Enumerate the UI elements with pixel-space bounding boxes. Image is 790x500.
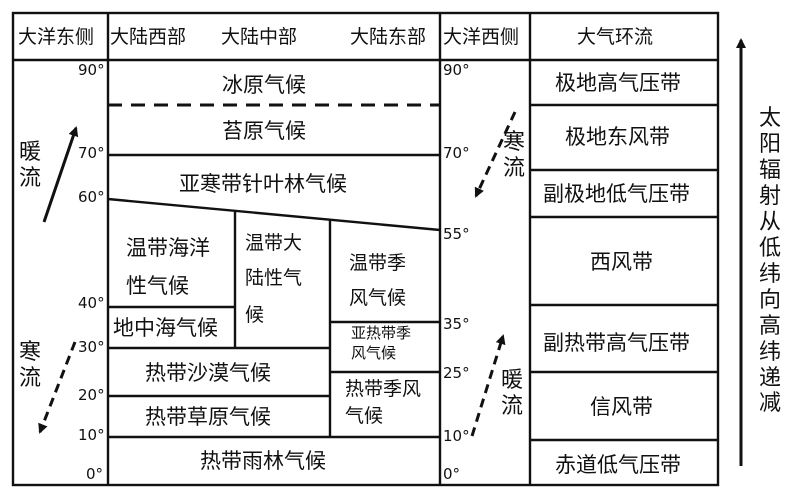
right-warm-arrow [470, 334, 506, 437]
lat-right-0: 0° [443, 465, 461, 483]
header-continent-central: 大陆中部 [221, 26, 298, 48]
lat-left-90: 90° [78, 61, 105, 79]
belt-equatorial-low: 赤道低气压带 [555, 453, 681, 477]
temperate-maritime-line-2: 性气候 [126, 274, 189, 298]
lat-right-25: 25° [443, 364, 470, 382]
lat-right-55: 55° [443, 225, 470, 243]
temperate-continental-line-1: 温带大 [245, 232, 303, 254]
tropical-rainforest-climate: 热带雨林气候 [200, 449, 326, 473]
left-warm-current-label: 暖 流 [18, 140, 41, 192]
belt-subpolar-low: 副极地低气压带 [543, 182, 690, 206]
lat-left-30: 30° [78, 338, 105, 356]
outer-frame [11, 11, 720, 487]
tropical-desert-climate: 热带沙漠气候 [145, 361, 271, 385]
temperate-maritime-line-1: 温带海洋 [126, 236, 210, 260]
tundra-climate: 苔原气候 [222, 119, 306, 143]
header-continent-east: 大陆东部 [350, 26, 427, 48]
lat-left-70: 70° [78, 144, 105, 162]
tropical-monsoon-line-2: 气候 [345, 405, 384, 427]
header-continent-west: 大陆西部 [110, 26, 187, 48]
right-warm-current-label: 暖 流 [500, 368, 523, 420]
left-cold-current-label: 寒 流 [18, 340, 41, 392]
left-warm-arrow [42, 126, 79, 223]
lat-left-60: 60° [78, 188, 105, 206]
lat-right-90: 90° [443, 61, 470, 79]
lat-left-10: 10° [78, 426, 105, 444]
right-cold-arrow [474, 111, 517, 198]
lat-left-0: 0° [86, 465, 104, 483]
right-cold-current-label: 寒 流 [502, 130, 525, 182]
subtropical-monsoon-line-2: 风气候 [351, 344, 397, 362]
belt-subtropical-high: 副热带高气压带 [543, 331, 690, 355]
belt-trade-winds: 信风带 [590, 395, 653, 419]
temperate-continental-line-2: 陆性气 [245, 267, 303, 289]
lat-left-40: 40° [78, 294, 105, 312]
ice-cap-climate: 冰原气候 [222, 73, 306, 97]
tropical-savanna-climate: 热带草原气候 [145, 405, 271, 429]
temperate-monsoon-line-2: 风气候 [349, 287, 407, 309]
header-circulation: 大气环流 [577, 26, 654, 48]
left-cold-arrow [38, 341, 77, 434]
lat-right-10: 10° [443, 427, 470, 445]
solar-radiation-label: 太 阳 辐 射 从 低 纬 向 高 纬 递 减 [758, 106, 781, 417]
lat-left-20: 20° [78, 386, 105, 404]
lat-right-35: 35° [443, 315, 470, 333]
temperate-continental-line-3: 候 [245, 304, 265, 326]
header-ocean-west: 大洋西侧 [443, 26, 520, 48]
belt-polar-high: 极地高气压带 [555, 71, 681, 95]
temperate-monsoon-line-1: 温带季 [349, 252, 407, 274]
tropical-monsoon-line-1: 热带季风 [345, 378, 422, 400]
belt-westerlies: 西风带 [590, 250, 653, 274]
subarctic-forest-climate: 亚寒带针叶林气候 [179, 172, 347, 196]
lat-right-70: 70° [443, 144, 470, 162]
header-ocean-east: 大洋东侧 [18, 26, 95, 48]
line-60-55-slant [107, 197, 441, 232]
belt-polar-easterlies: 极地东风带 [565, 125, 670, 149]
mediterranean-climate: 地中海气候 [113, 316, 218, 340]
subtropical-monsoon-line-1: 亚热带季 [351, 324, 412, 342]
